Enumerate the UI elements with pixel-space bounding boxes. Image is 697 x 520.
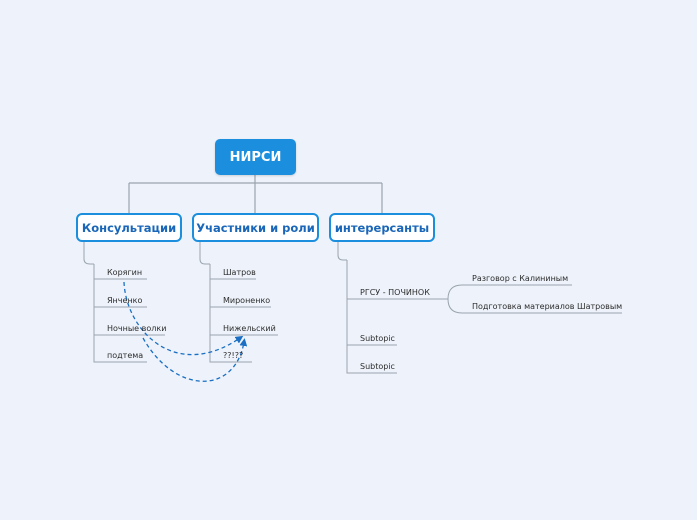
main-topic-stakeholders[interactable]: интерерсанты: [329, 213, 435, 242]
main-topic-participants[interactable]: Участники и роли: [192, 213, 319, 242]
subtopic-yanchenko[interactable]: Янченко: [107, 296, 143, 305]
root-topic[interactable]: НИРСИ: [215, 139, 296, 175]
subtopic-koryagin[interactable]: Корягин: [107, 268, 143, 277]
subtopic-night-wolves[interactable]: Ночные волки: [107, 324, 167, 333]
subtopic-mironenko[interactable]: Мироненко: [223, 296, 271, 305]
main-topic-consultations[interactable]: Консультации: [76, 213, 182, 242]
branch-1-connectors: [83, 242, 165, 363]
subtopic-rgsu[interactable]: РГСУ - ПОЧИНОК: [360, 288, 430, 297]
subtopic-materials-shatrov[interactable]: Подготовка материалов Шатровым: [472, 302, 623, 311]
subtopic-generic-1[interactable]: Subtopic: [360, 334, 395, 343]
subtopic-nizhelsky[interactable]: Нижельский: [223, 324, 276, 333]
subtopic-shatrov[interactable]: Шатров: [223, 268, 256, 277]
subtopic-generic-2[interactable]: Subtopic: [360, 362, 395, 371]
subtopic-talk-kalinin[interactable]: Разговор с Калининым: [472, 274, 569, 283]
branch-3-connectors: [337, 242, 622, 374]
subtopic-podtema[interactable]: подтема: [107, 351, 144, 360]
main-topic-label: интерерсанты: [334, 220, 430, 235]
relationship-arrows: [123, 281, 248, 382]
root-connectors: [128, 175, 383, 213]
root-topic-label: НИРСИ: [229, 149, 282, 165]
main-topic-label: Участники и роли: [196, 220, 315, 235]
main-topic-label: Консультации: [81, 220, 177, 235]
branch-2-connectors: [199, 242, 278, 363]
subtopic-unknown[interactable]: ??!??: [223, 351, 244, 360]
